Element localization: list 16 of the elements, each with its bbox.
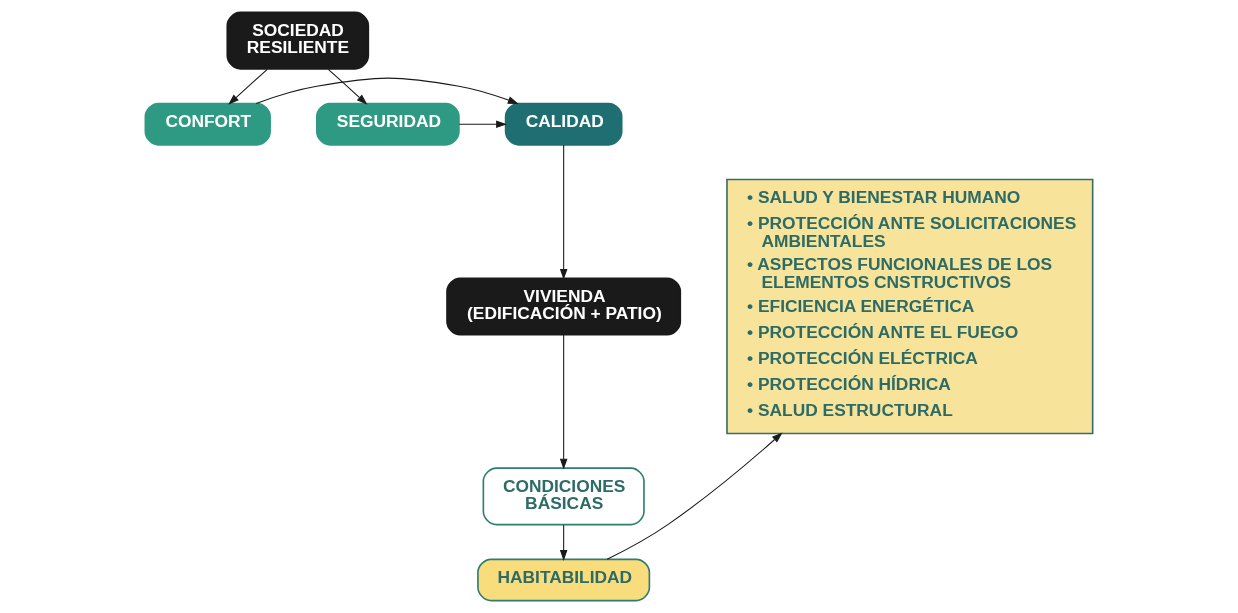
node-box: CALIDAD [504,102,623,146]
arrow [559,334,568,470]
arrow [255,77,519,104]
node-box: VIVIENDA (EDIFICACIÓN + PATIO) [446,277,682,336]
arrow [458,120,507,128]
arrow [559,144,568,280]
arrow [228,68,268,105]
node-box: CONFORT [144,102,271,146]
node-box: • SALUD Y BIENESTAR HUMANO • PROTECCIÓN ANTE SOLICITACIONES AMBIENTALES • ASPECTOS FUNCIONALES DE LOS ELEMENTOS CNSTRUCTIVOS • EFICIENCIA ENERGÉTICA • PROTECCIÓN ANTE EL FUEGO • PROTECCIÓN ELÉCTRICA • PROTECCIÓN HÍDRICA • SALUD ESTRUCTURAL [726,178,1094,435]
arrow [327,68,368,105]
arrow [606,432,783,560]
node-box: CONDICIONES BÁSICAS [482,467,645,526]
node-box: SOCIEDAD RESILIENTE [226,11,370,70]
node-box: HABITABILIDAD [477,558,651,602]
node-box: SEGURIDAD [315,102,460,146]
arrow [559,524,568,561]
